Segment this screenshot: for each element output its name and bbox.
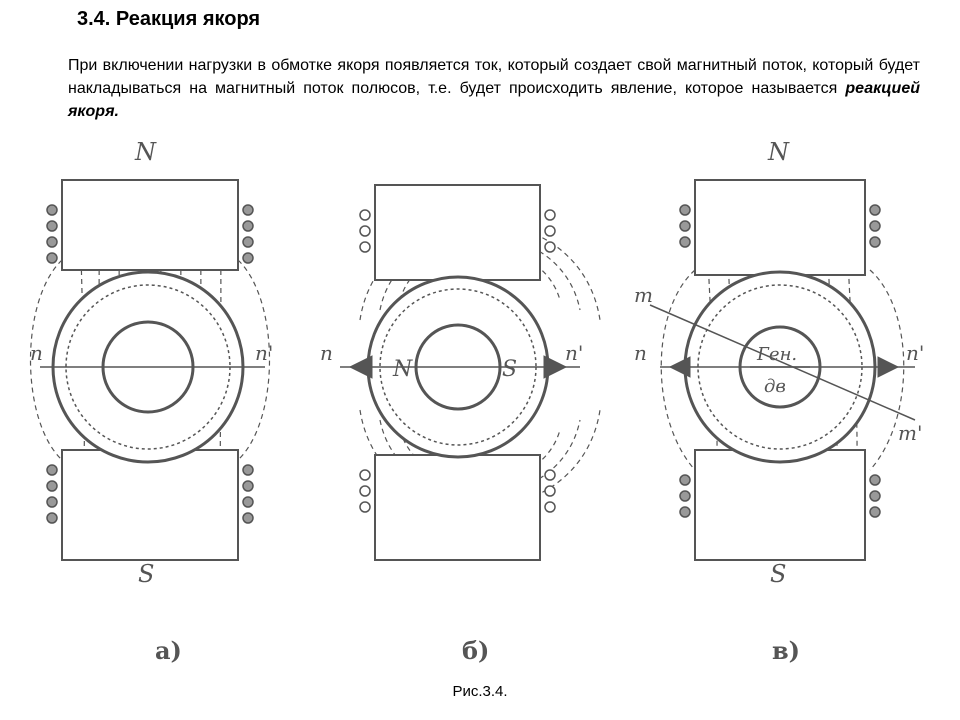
- intro-paragraph: При включении нагрузки в обмотке якоря п…: [68, 54, 920, 123]
- label-hub-bottom-c: дв: [764, 376, 786, 397]
- label-right-axis-c: n': [906, 341, 924, 365]
- pole-south-a: [61, 449, 239, 561]
- panel-b: [340, 184, 601, 561]
- panel-label-c: в): [772, 636, 801, 665]
- label-left-axis-b: n: [320, 341, 333, 365]
- arrow-right-b: [543, 355, 568, 379]
- pole-north-c: [694, 179, 866, 276]
- label-north-c: N: [767, 138, 790, 166]
- label-hub-top-c: Ген.: [756, 344, 797, 365]
- section-title: 3.4. Реакция якоря: [77, 8, 261, 30]
- label-left-axis-c: n: [634, 341, 647, 365]
- paragraph-text: При включении нагрузки в обмотке якоря п…: [68, 57, 920, 97]
- arrow-left-b: [348, 355, 373, 379]
- panel-a: [29, 179, 271, 561]
- coils-c: [679, 204, 881, 518]
- coils-b: [359, 209, 556, 513]
- physical-neutral-axis-c: [649, 304, 916, 421]
- pole-north-a: [61, 179, 239, 271]
- panel-c: [649, 179, 916, 561]
- coils-a: [46, 204, 254, 524]
- pole-south-c: [694, 449, 866, 561]
- figure-caption: Рис.3.4.: [452, 683, 508, 700]
- label-south-a: S: [138, 560, 154, 588]
- label-right-axis-a: n': [255, 341, 273, 365]
- pole-south-b: [374, 454, 541, 561]
- armature-reaction-figure: N S n n' n n' N S: [29, 138, 924, 588]
- label-axis-m2-c: m': [898, 421, 922, 445]
- label-right-axis-b: n': [565, 341, 583, 365]
- label-pole-left-b: N: [392, 357, 413, 382]
- panel-label-a: а): [155, 636, 182, 665]
- arrow-left-c: [668, 356, 691, 378]
- label-pole-right-b: S: [502, 357, 517, 382]
- arrow-right-c: [877, 356, 900, 378]
- pole-north-b: [374, 184, 541, 281]
- paragraph-emphasis: реакцией якоря.: [68, 80, 920, 120]
- label-axis-m-c: m: [634, 283, 653, 307]
- label-left-axis-a: n: [30, 341, 43, 365]
- panel-label-b: б): [462, 636, 490, 665]
- label-south-c: S: [770, 560, 786, 588]
- label-north-a: N: [134, 138, 157, 166]
